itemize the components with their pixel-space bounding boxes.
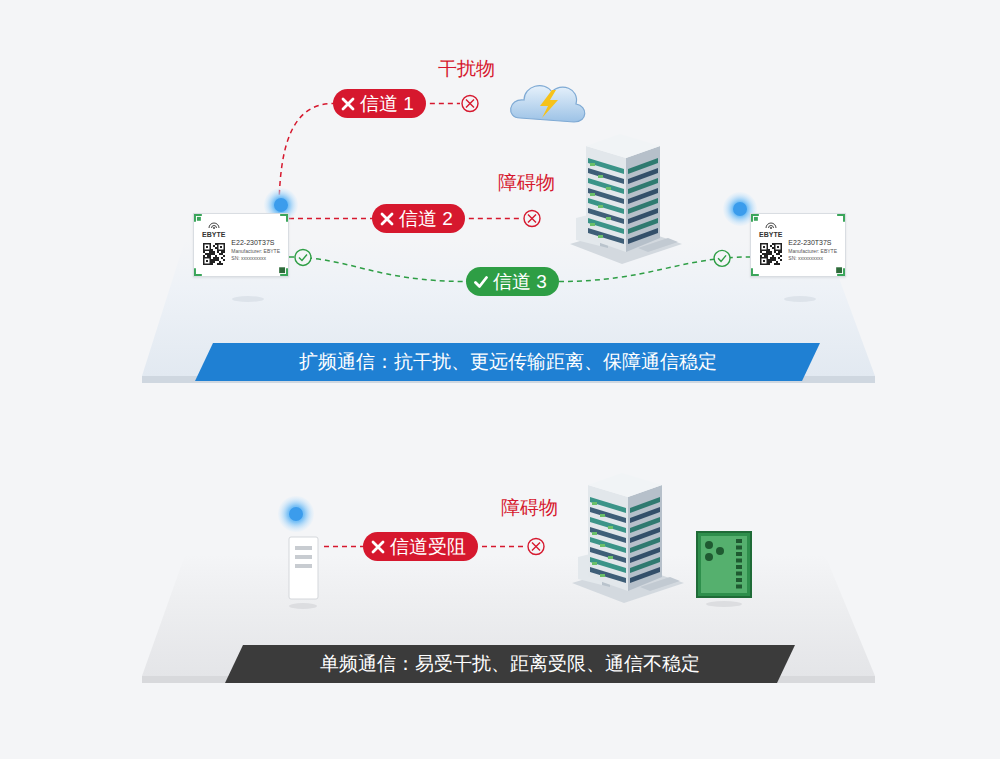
obstacle-label: 干扰物	[438, 56, 495, 82]
cloud-icon	[511, 86, 585, 122]
banner-text: 扩频通信：抗干扰、更远传输距离、保障通信稳定	[299, 349, 717, 375]
check-mark	[295, 249, 311, 265]
building	[570, 134, 682, 264]
signal-path	[289, 257, 466, 282]
module-info: SN: xxxxxxxxxx	[788, 255, 837, 262]
blocked-mark	[430, 96, 478, 112]
brand-text: EBYTE	[202, 230, 225, 239]
channel-label: 信道 2	[399, 206, 453, 232]
building	[572, 473, 684, 603]
blocked-path	[324, 546, 363, 548]
summary-banner: 单频通信：易受干扰、距离受限、通信不稳定	[225, 645, 795, 683]
obstacle-label: 障碍物	[498, 170, 555, 196]
module-left: EBYTE	[759, 220, 782, 270]
channel-pill: 信道受阻	[363, 532, 478, 561]
channel-label: 信道受阻	[390, 534, 466, 560]
module-info: Manufacturer: EBYTE	[231, 248, 280, 255]
remote-device	[278, 496, 318, 609]
brand-text: EBYTE	[759, 230, 782, 239]
module-info: SN: xxxxxxxxxx	[231, 255, 280, 262]
blocked-mark	[469, 211, 540, 227]
model-number: E22-230T37S	[231, 238, 280, 248]
cross-icon	[341, 97, 355, 111]
channel-pill: 信道 1	[333, 89, 426, 118]
module-left: EBYTE	[202, 220, 225, 270]
obstacle-label: 障碍物	[501, 495, 558, 521]
check-mark	[714, 250, 730, 266]
cross-icon	[371, 540, 385, 554]
radio-module: EBYTE E22-230T37SManufacturer: EBYTESN: x…	[193, 213, 289, 277]
module-info: Manufacturer: EBYTE	[788, 248, 837, 255]
module-right: E22-230T37SManufacturer: EBYTESN: xxxxxx…	[231, 220, 280, 270]
channel-label: 信道 3	[493, 269, 547, 295]
radio-module: EBYTE E22-230T37SManufacturer: EBYTESN: x…	[750, 213, 846, 277]
receiver-board	[697, 532, 751, 607]
channel-pill: 信道 3	[466, 267, 559, 296]
blocked-mark	[482, 539, 544, 555]
channel-label: 信道 1	[360, 91, 414, 117]
model-number: E22-230T37S	[788, 238, 837, 248]
module-right: E22-230T37SManufacturer: EBYTESN: xxxxxx…	[788, 220, 837, 270]
channel-pill: 信道 2	[372, 204, 465, 233]
summary-banner: 扩频通信：抗干扰、更远传输距离、保障通信稳定	[195, 343, 820, 381]
cross-icon	[380, 212, 394, 226]
signal-path	[289, 218, 372, 220]
check-icon	[474, 275, 488, 289]
banner-text: 单频通信：易受干扰、距离受限、通信不稳定	[320, 651, 700, 677]
